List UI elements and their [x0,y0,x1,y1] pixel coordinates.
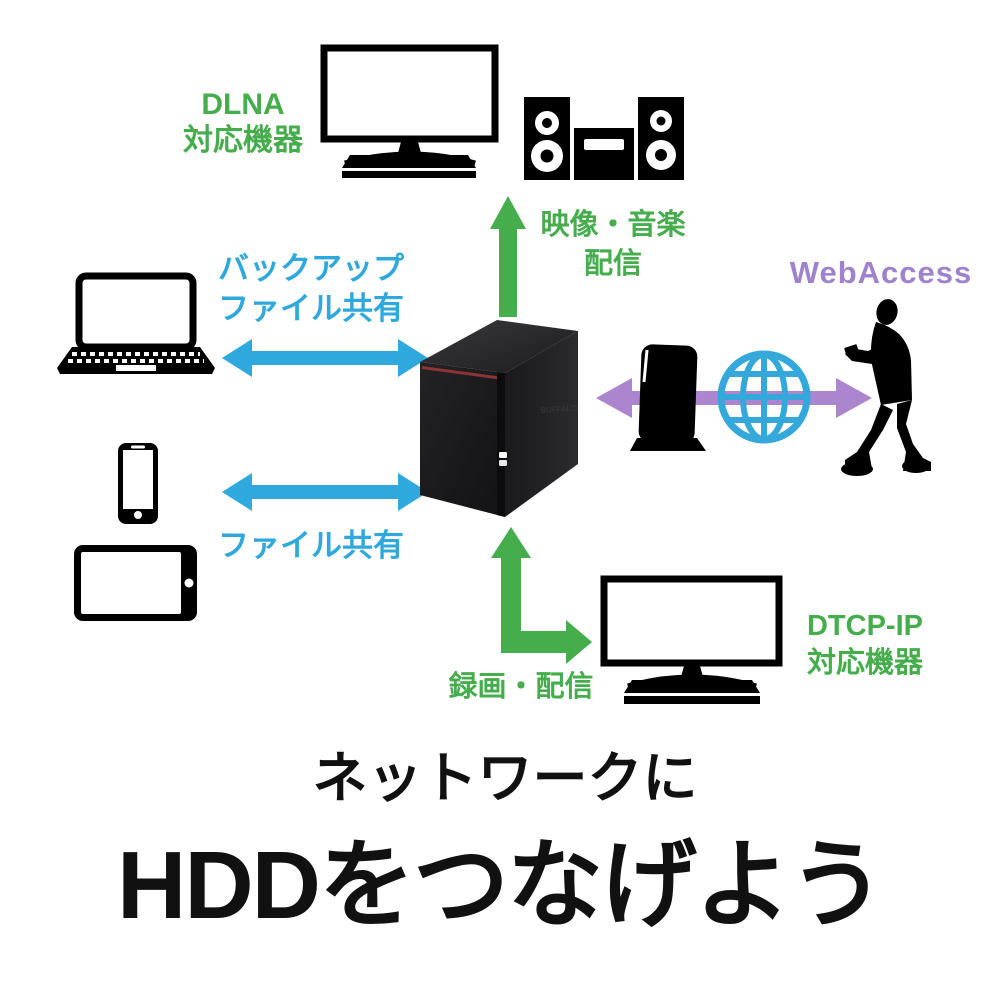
dlna-line1: DLNA [201,88,285,121]
nas-hdd-device: BUFFALO [420,320,578,517]
tablet-icon [74,545,197,621]
arrow-up-av [490,196,526,317]
arrow-mobile-nas [222,473,428,511]
nas-led [499,452,507,458]
arrow-record-delivery [491,527,592,664]
person-with-phone-icon [841,299,931,476]
smartphone-icon [118,443,158,524]
file-share-label: ファイル共有 [218,528,404,563]
internet-globe-icon [717,350,811,444]
dlna-device-label: DLNA 対応機器 [183,87,303,159]
stereo-speakers-icon [524,97,684,180]
backup-line1: バックアップ [218,251,404,286]
tv-icon [320,44,499,178]
backup-share-label: バックアップ ファイル共有 [218,249,404,329]
router-icon [630,344,706,451]
webaccess-label: WebAccess [789,255,973,290]
tv-icon-bottom [600,575,783,704]
nas-red-stripe [422,366,503,380]
record-delivery-label: 録画・配信 [448,671,594,703]
laptop-icon [57,272,215,374]
nas-logo: BUFFALO [541,403,578,415]
dtcp-device-label: DTCP-IP 対応機器 [807,608,923,682]
av-delivery-label: 映像・音楽 配信 [540,206,685,284]
backup-line2: ファイル共有 [218,291,404,326]
headline-main: HDDをつなげよう [117,832,885,939]
arrow-laptop-nas [222,339,428,377]
av-line2: 配信 [583,248,643,280]
dtcp-line2: 対応機器 [806,647,924,679]
headline-sub: ネットワークに [312,747,698,809]
dtcp-line1: DTCP-IP [806,610,923,642]
av-line1: 映像・音楽 [540,209,686,241]
dlna-line2: 対応機器 [183,124,303,157]
